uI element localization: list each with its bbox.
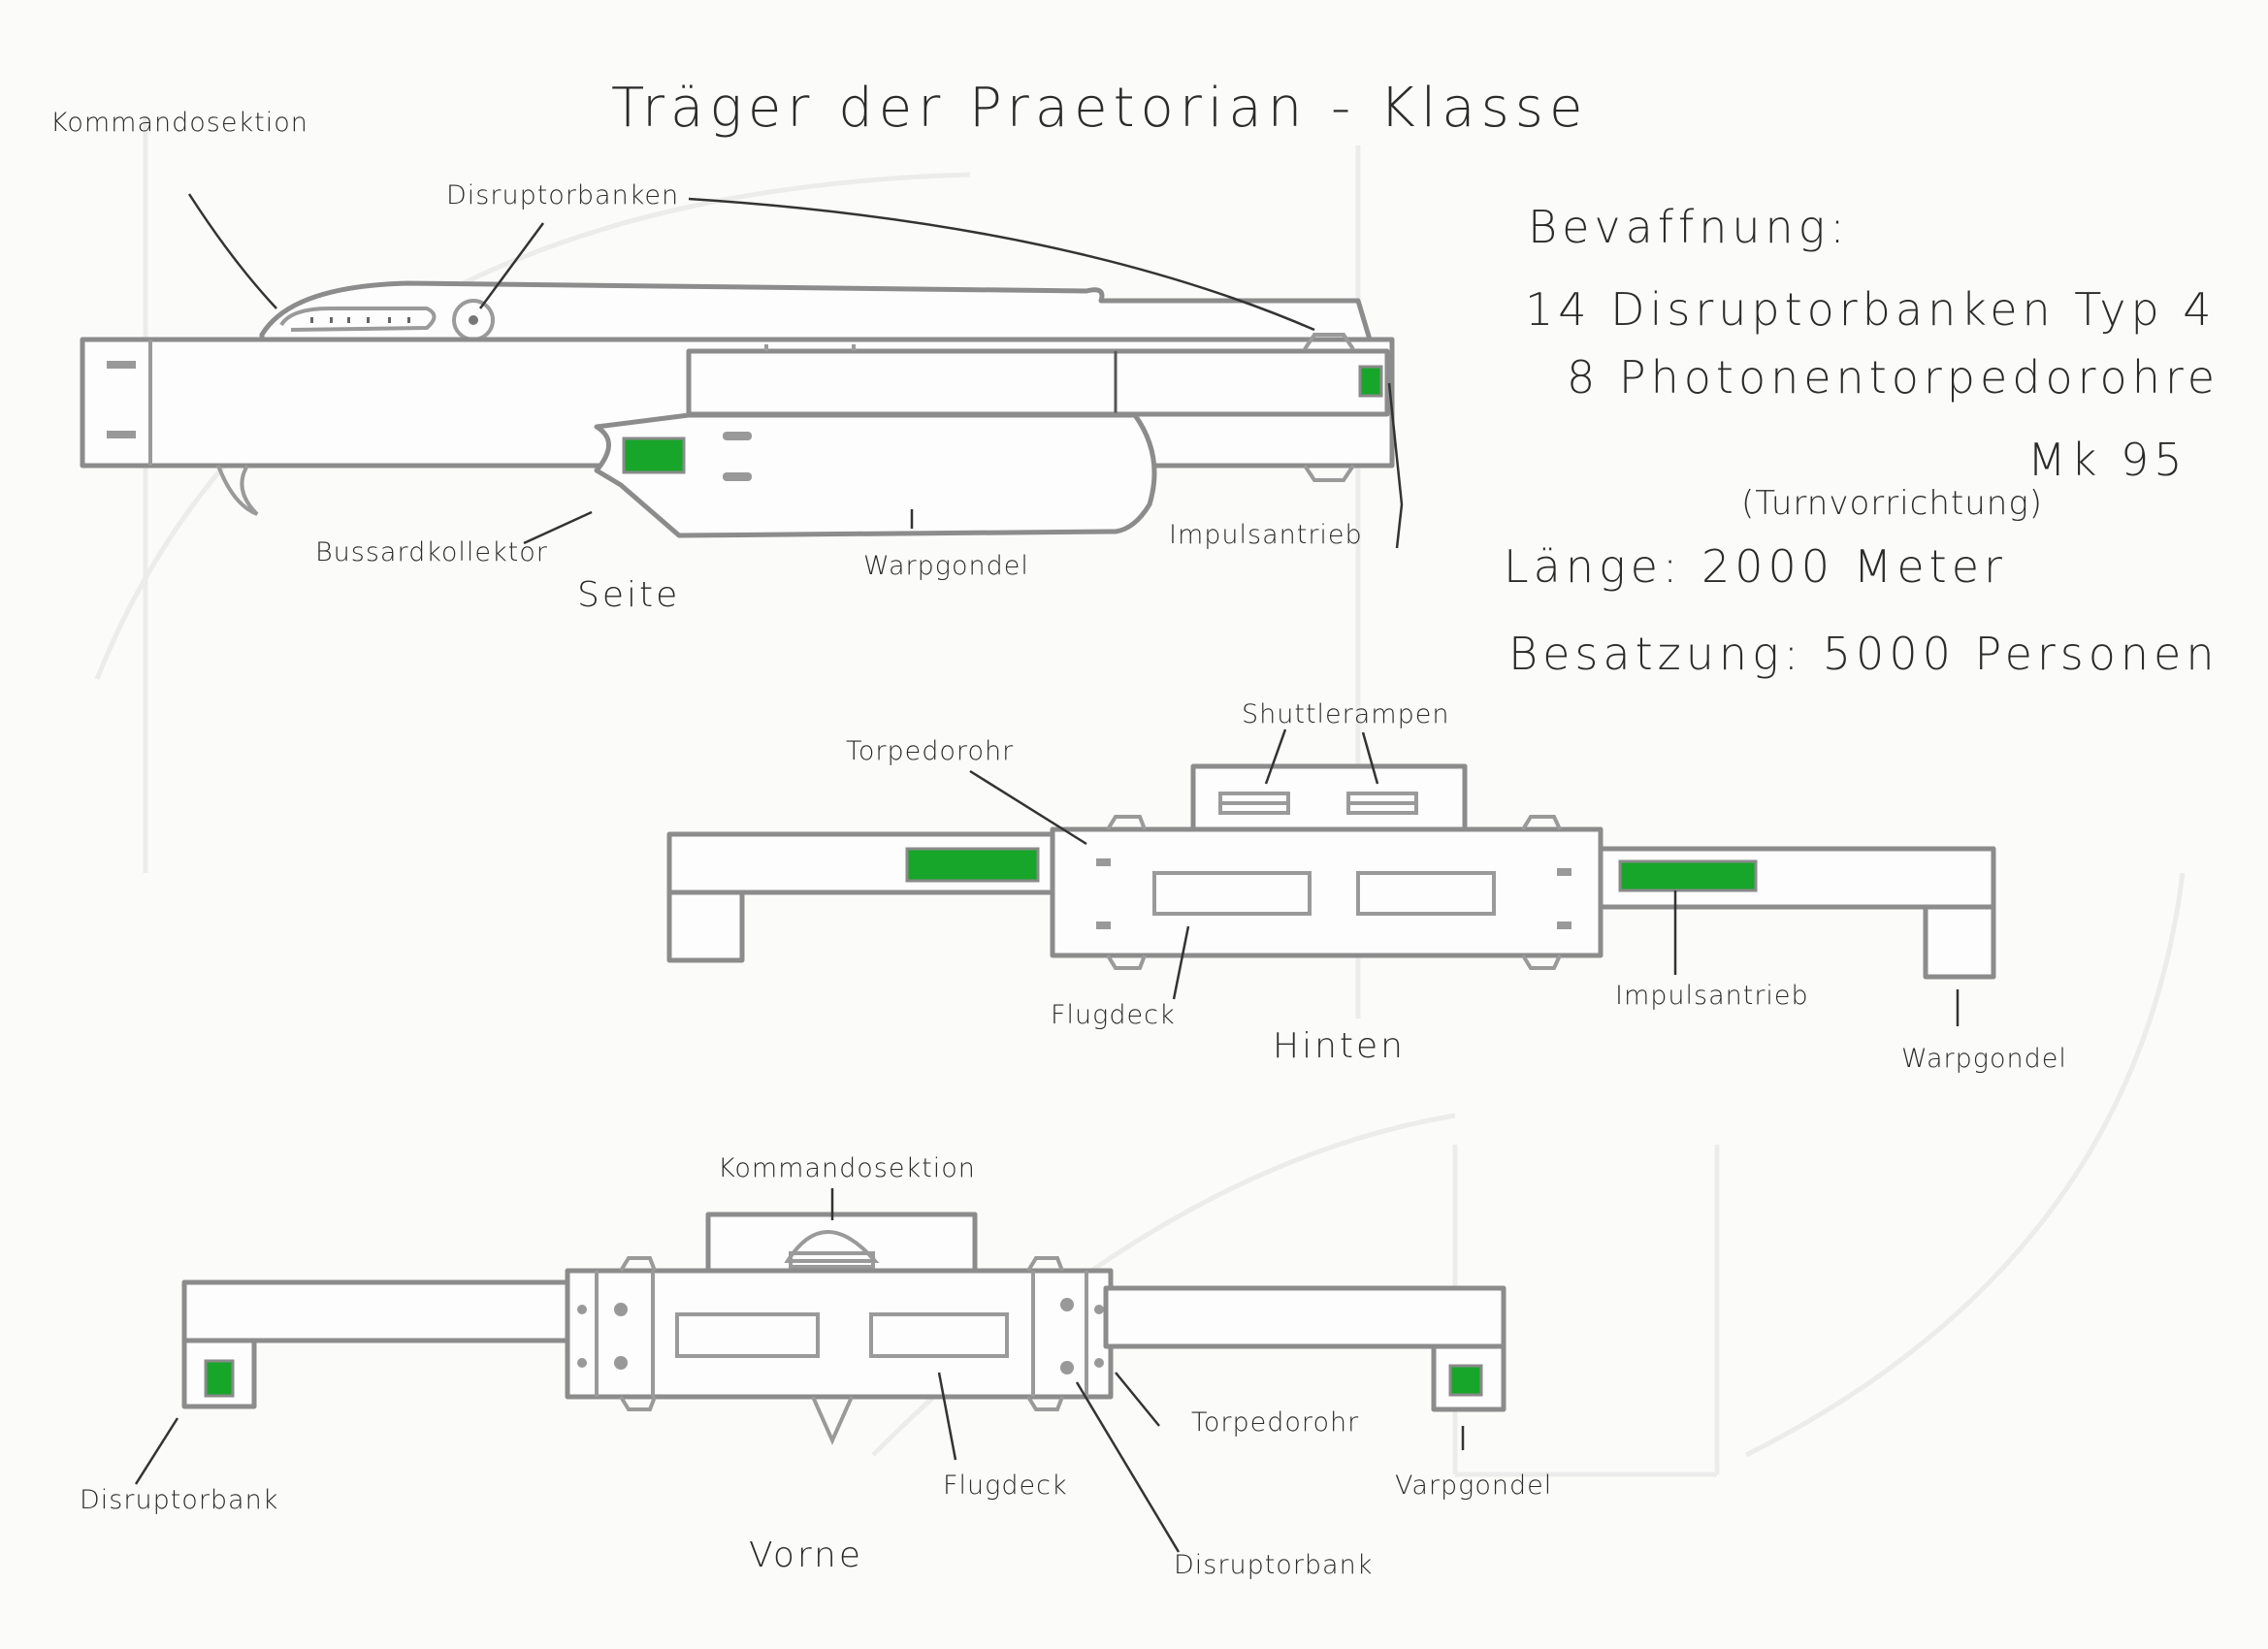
- label-shuttlerampen: Shuttlerampen: [1242, 699, 1449, 729]
- front-flight-deck-right: [869, 1312, 1009, 1358]
- rear-central-hull: [1050, 826, 1604, 958]
- label-warpgondel-rear: Warpgondel: [1901, 1044, 2067, 1074]
- side-window-dots: [310, 317, 410, 323]
- label-torpedorohr-front: Torpedorohr: [1191, 1407, 1359, 1438]
- view-title-side: Seite: [577, 575, 680, 615]
- cloak-note: (Turnvorrichtung): [1741, 484, 2043, 523]
- view-title-rear: Hinten: [1273, 1026, 1406, 1066]
- weapon-disruptors: 14 Disruptorbanken Typ 4: [1525, 283, 2217, 336]
- flight-deck-right: [1356, 871, 1496, 916]
- label-impulsantrieb-rear: Impulsantrieb: [1615, 981, 1809, 1011]
- label-kommandosektion-front: Kommandosektion: [718, 1153, 976, 1183]
- label-flugdeck-rear: Flugdeck: [1051, 1000, 1176, 1030]
- bussard-collector-green: [622, 436, 686, 474]
- label-disruptorbanken: Disruptorbanken: [446, 180, 679, 210]
- impulse-engine-green-side: [1358, 365, 1383, 398]
- view-title-front: Vorne: [749, 1536, 863, 1575]
- disruptor-green-front-right: [1448, 1364, 1483, 1397]
- side-warp-nacelle: [594, 412, 1157, 538]
- impulse-green-rear-left: [905, 847, 1040, 883]
- label-kommandosektion: Kommandosektion: [50, 108, 308, 138]
- label-impulsantrieb-side: Impulsantrieb: [1169, 520, 1363, 550]
- label-disruptorbank-front-left: Disruptorbank: [80, 1485, 278, 1515]
- page-title: Träger der Praetorian - Klasse: [611, 77, 1588, 140]
- torpedo-mark: Mk 95: [2027, 434, 2187, 486]
- front-view: Kommandosektion Disruptorbank Flugdeck T…: [80, 1153, 1552, 1580]
- label-torpedorohr-rear: Torpedorohr: [846, 736, 1014, 766]
- impulse-green-rear-right: [1618, 859, 1758, 892]
- crew-spec: Besatzung: 5000 Personen: [1508, 628, 2219, 680]
- label-disruptorbank-front-right: Disruptorbank: [1174, 1550, 1373, 1580]
- specs-block: Bevaffnung: 14 Disruptorbanken Typ 4 8 P…: [1504, 201, 2219, 680]
- rear-view: Torpedorohr Shuttlerampen Flugdeck Impul…: [666, 699, 2067, 1074]
- armament-heading: Bevaffnung:: [1528, 201, 1850, 253]
- flight-deck-left: [1152, 871, 1312, 916]
- label-flugdeck-front: Flugdeck: [943, 1471, 1068, 1501]
- label-warpgondel-front: Varpgondel: [1395, 1471, 1552, 1501]
- length-spec: Länge: 2000 Meter: [1504, 540, 2007, 593]
- weapon-torpedoes: 8 Photonentorpedorohre: [1567, 351, 2219, 404]
- front-command-bridge: [789, 1251, 875, 1269]
- label-bussardkollektor: Bussardkollektor: [315, 537, 548, 567]
- label-warpgondel-side: Warpgondel: [863, 551, 1029, 581]
- front-flight-deck-left: [675, 1312, 820, 1358]
- front-central-hull: [565, 1268, 1114, 1400]
- side-view: Kommandosektion Disruptorbanken Bussardk…: [50, 108, 1404, 615]
- disruptor-green-front-left: [204, 1359, 235, 1398]
